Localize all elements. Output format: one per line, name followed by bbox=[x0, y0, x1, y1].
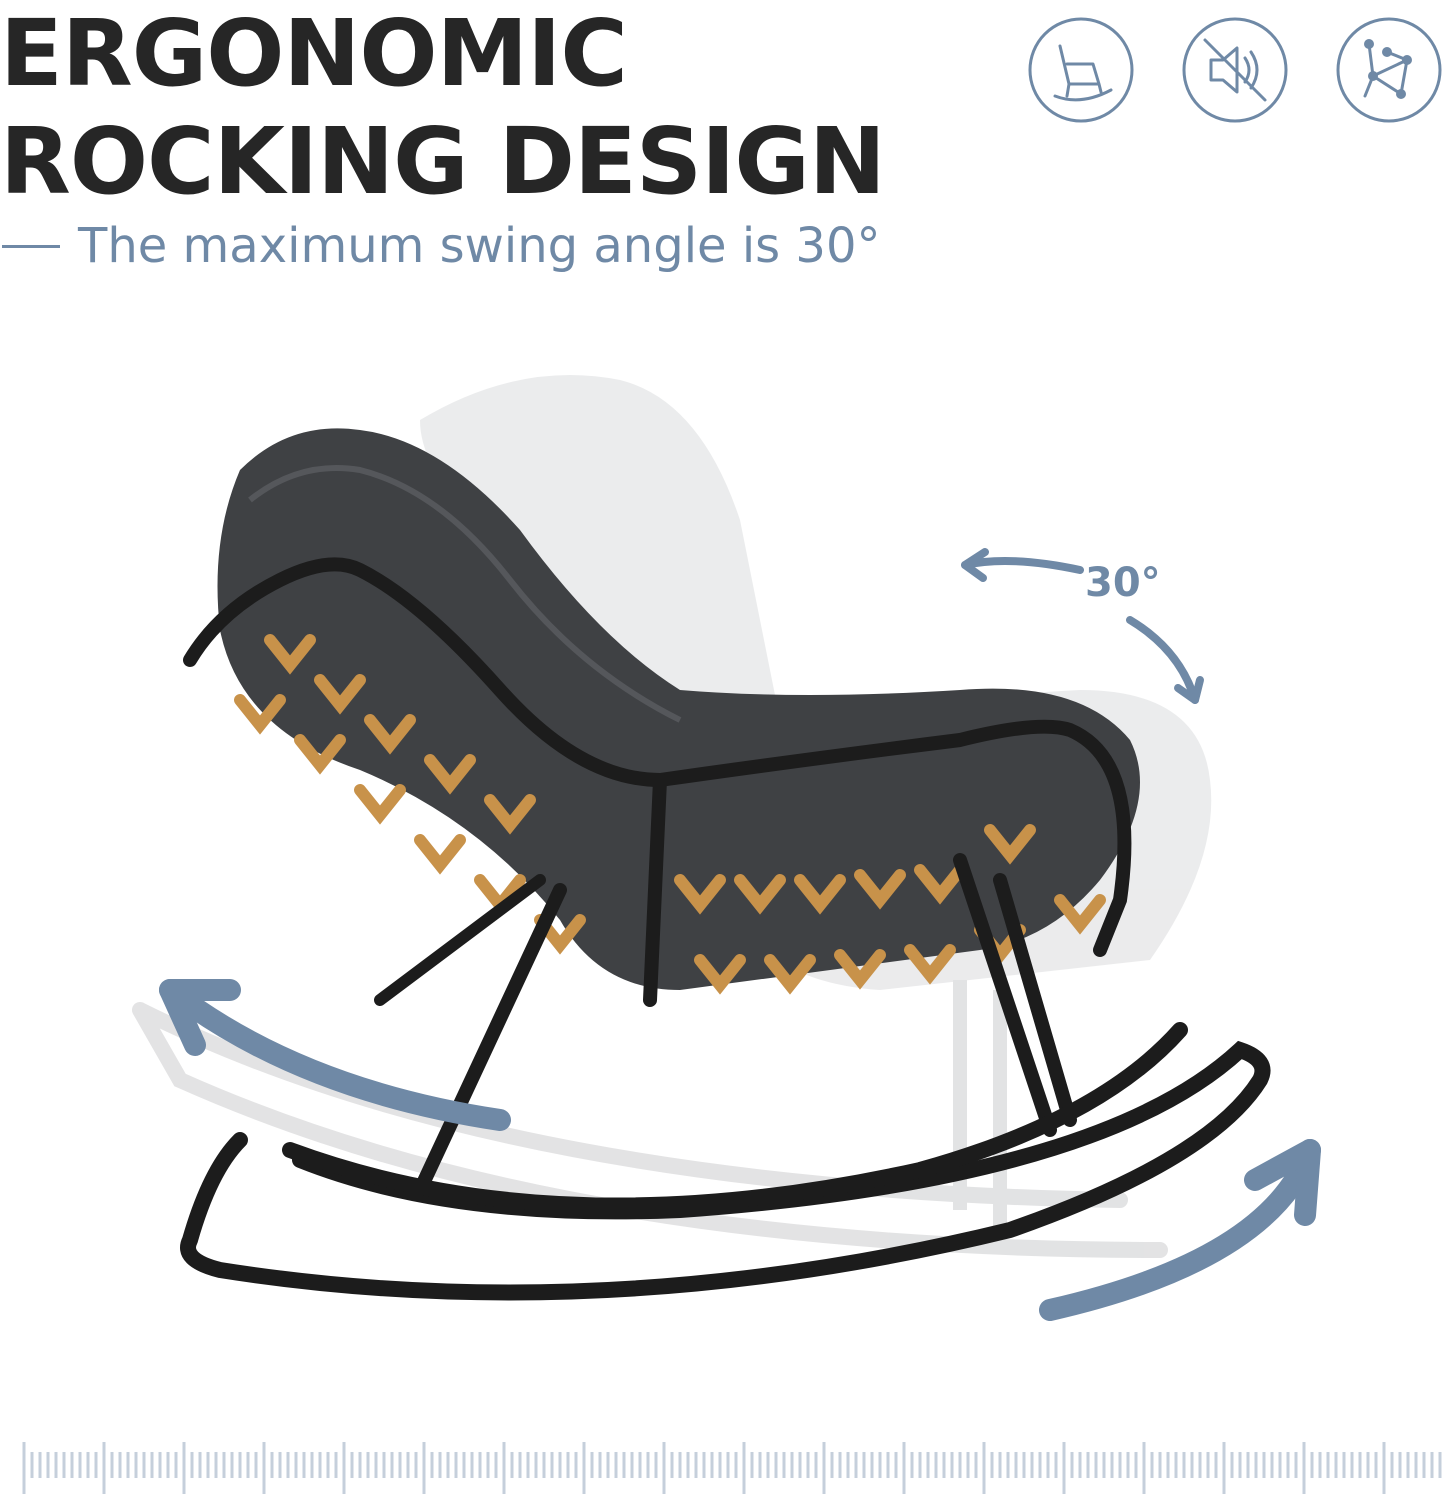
bottom-ruler bbox=[22, 1442, 1442, 1494]
headline-line-2: ROCKING DESIGN bbox=[0, 108, 886, 215]
seat-weave bbox=[234, 634, 1106, 995]
subline-text: The maximum swing angle is 30° bbox=[78, 218, 881, 274]
swing-angle-label: 30° bbox=[1085, 560, 1161, 606]
seat-cushion bbox=[217, 428, 1140, 990]
headline: ERGONOMIC ROCKING DESIGN bbox=[0, 0, 886, 216]
frame-structure-icon bbox=[1336, 17, 1442, 123]
mute-icon bbox=[1182, 17, 1288, 123]
rocking-chair-icon bbox=[1028, 17, 1134, 123]
headline-line-1: ERGONOMIC bbox=[0, 0, 628, 107]
swing-arrows bbox=[159, 548, 1321, 1321]
feature-icons bbox=[1027, 16, 1443, 124]
subline: The maximum swing angle is 30° bbox=[0, 218, 881, 274]
subline-dash bbox=[2, 244, 60, 248]
chair-frame bbox=[180, 557, 1271, 1301]
